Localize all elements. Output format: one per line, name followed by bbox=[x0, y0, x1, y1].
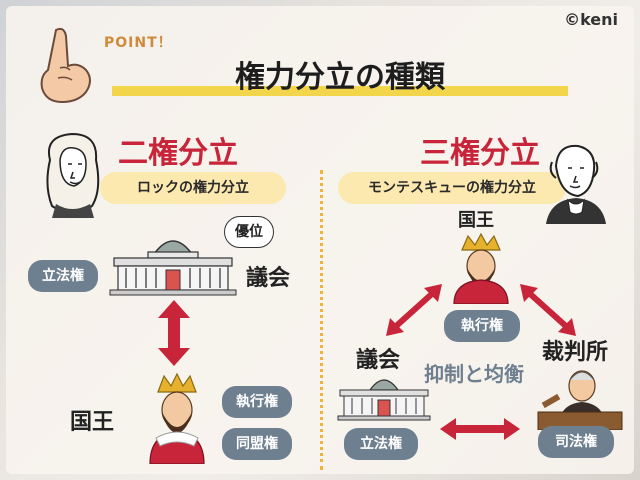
point-label: POINT！ bbox=[104, 35, 173, 51]
copyright-icon: © bbox=[564, 10, 581, 29]
montesquieu-portrait-icon bbox=[546, 144, 606, 224]
page-title: 権力分立の種類 bbox=[235, 60, 445, 95]
left-parliament-label: 議会 bbox=[246, 266, 291, 291]
right-legislative-badge: 立法権 bbox=[344, 428, 418, 460]
court-label: 裁判所 bbox=[542, 340, 609, 365]
horizontal-double-arrow-icon bbox=[440, 418, 520, 440]
judge-icon bbox=[537, 370, 623, 430]
logo-text: keni bbox=[580, 10, 618, 29]
pointing-hand-icon bbox=[40, 27, 91, 104]
left-executive-badge: 執行権 bbox=[222, 386, 292, 418]
left-section-title: 二権分立 bbox=[118, 136, 238, 171]
left-subtitle-pill: ロックの権力分立 bbox=[100, 172, 286, 204]
right-parliament-building-icon bbox=[337, 379, 431, 421]
diagonal-arrow-right-icon bbox=[520, 284, 576, 336]
right-subtitle-pill: モンテスキューの権力分立 bbox=[338, 172, 566, 204]
left-king-icon bbox=[149, 372, 205, 464]
left-king-label: 国王 bbox=[70, 410, 115, 435]
vertical-double-arrow-icon bbox=[158, 300, 190, 366]
diagonal-arrow-left-icon bbox=[386, 284, 442, 336]
left-legislative-badge: 立法権 bbox=[28, 260, 98, 292]
left-alliance-badge: 同盟権 bbox=[222, 428, 292, 460]
right-section-title: 三権分立 bbox=[420, 136, 540, 171]
checks-and-balances-label: 抑制と均衡 bbox=[424, 362, 524, 386]
right-king-icon bbox=[453, 232, 509, 304]
section-divider bbox=[320, 170, 323, 470]
parliament-building-icon bbox=[109, 240, 237, 296]
judicial-badge: 司法権 bbox=[538, 426, 614, 458]
right-king-label: 国王 bbox=[458, 210, 494, 231]
title-underline bbox=[112, 86, 568, 96]
locke-portrait-icon bbox=[46, 132, 100, 218]
superiority-speech-bubble: 優位 bbox=[224, 216, 274, 248]
logo: ©keni bbox=[564, 10, 618, 29]
right-executive-badge: 執行権 bbox=[444, 310, 520, 342]
right-parliament-label: 議会 bbox=[356, 348, 401, 373]
